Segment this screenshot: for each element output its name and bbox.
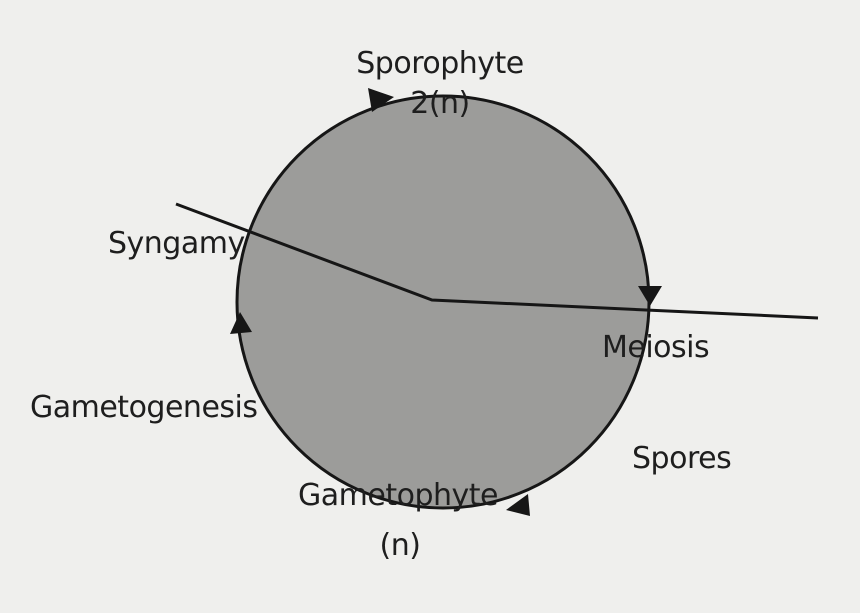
gametophyte-ploidy-label: (n): [379, 528, 421, 563]
arrow-to-gametophyte: [506, 494, 530, 516]
arrow-to-sporophyte: [368, 88, 394, 112]
sporophyte-label: Sporophyte: [356, 46, 524, 81]
sporophyte-ploidy-label: 2(n): [410, 86, 470, 121]
divider-line: [175, 202, 819, 320]
arrow-to-syngamy: [230, 312, 252, 334]
syngamy-label: Syngamy: [108, 226, 245, 261]
spores-label: Spores: [632, 441, 732, 476]
arrow-to-meiosis: [638, 286, 662, 306]
meiosis-label: Meiosis: [602, 330, 710, 365]
gametophyte-label: Gametophyte: [298, 478, 498, 513]
gametogenesis-label: Gametogenesis: [30, 390, 258, 425]
